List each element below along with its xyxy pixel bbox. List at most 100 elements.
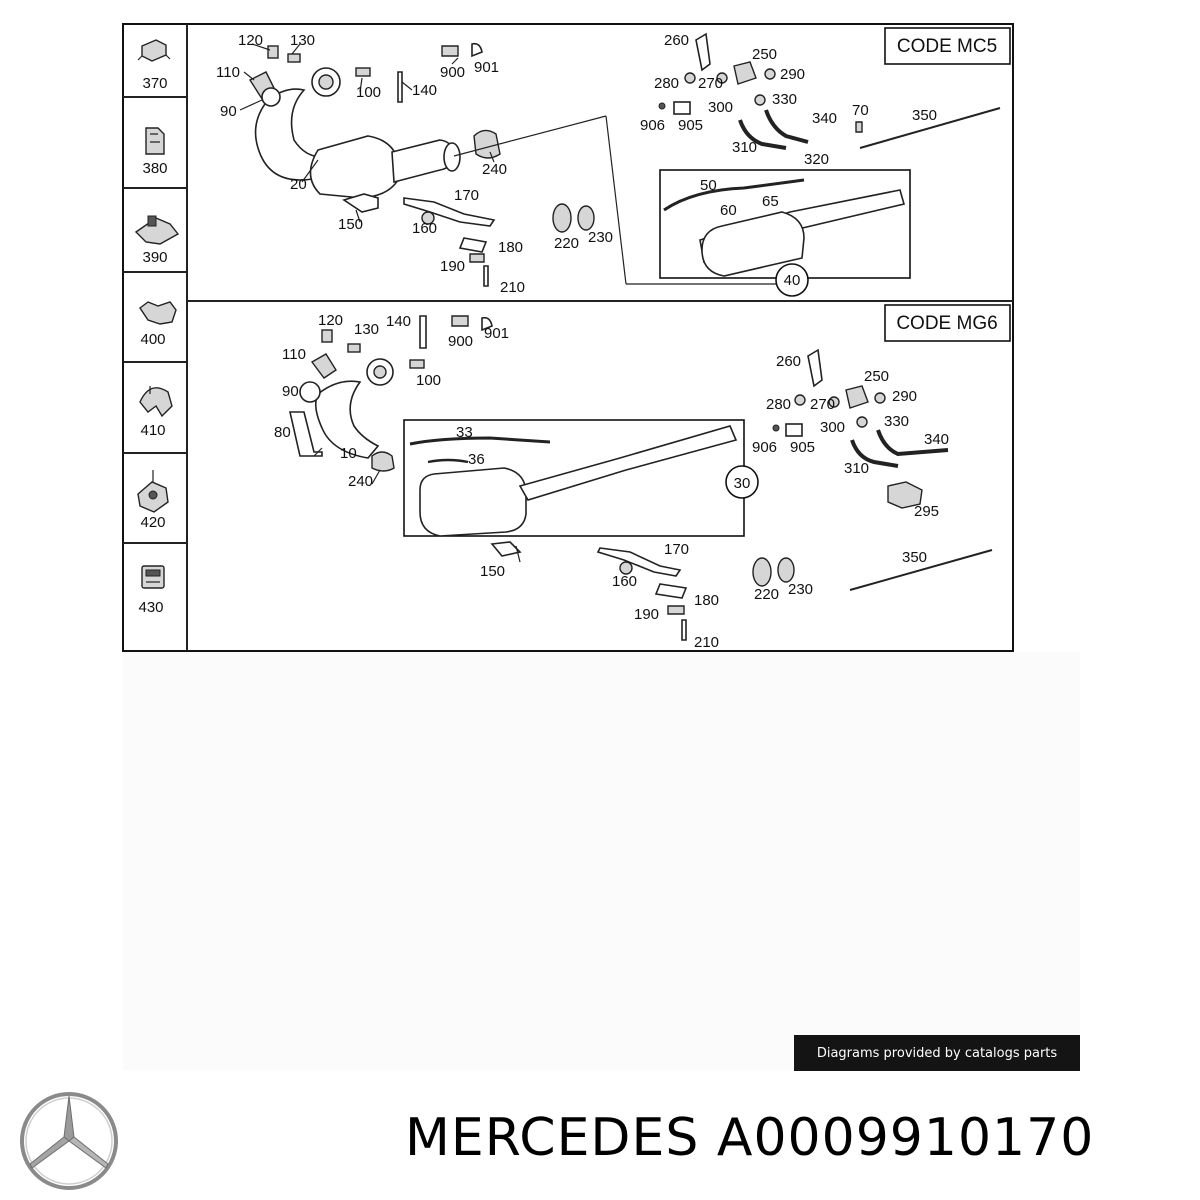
clamp-240 — [473, 129, 501, 159]
bracket-260 — [695, 32, 711, 72]
callout-170: 170 — [454, 187, 479, 204]
bracket-260 — [807, 348, 823, 388]
grommet-270 — [716, 72, 728, 84]
callout-905: 905 — [790, 439, 815, 456]
sidebar-item-label: 430 — [138, 599, 163, 616]
callout-330: 330 — [772, 91, 797, 108]
tail-pipe — [518, 425, 738, 501]
callout-906: 906 — [752, 439, 777, 456]
bolt-120 — [321, 329, 333, 343]
washer-190 — [469, 253, 485, 263]
callout-250: 250 — [752, 46, 777, 63]
variant-code-label: CODE MG6 — [896, 313, 997, 334]
variant-code-box — [884, 304, 1011, 342]
callout-10: 10 — [340, 445, 357, 462]
connector-905 — [785, 423, 803, 437]
callout-230: 230 — [788, 581, 813, 598]
diagram-frame — [122, 23, 1014, 652]
callout-170: 170 — [664, 541, 689, 558]
callout-250: 250 — [864, 368, 889, 385]
bolt-120 — [267, 45, 279, 59]
sidebar-item-label: 420 — [140, 514, 165, 531]
background-shade — [123, 652, 1080, 1070]
grommet-280 — [684, 72, 696, 84]
mercedes-star-icon — [20, 1092, 118, 1190]
callout-330: 330 — [884, 413, 909, 430]
grommet-290 — [764, 68, 776, 80]
callout-140: 140 — [386, 313, 411, 330]
callout-150: 150 — [480, 563, 505, 580]
callout-160: 160 — [612, 573, 637, 590]
nut-100 — [409, 359, 425, 369]
sidebar: 370 380 390 400 410 420 430 — [123, 39, 187, 616]
callout-340: 340 — [924, 431, 949, 448]
sensor-250 — [845, 385, 869, 409]
callout-100: 100 — [356, 84, 381, 101]
gasket-90 — [261, 87, 281, 107]
nut-100 — [355, 67, 371, 77]
hanger-220 — [552, 203, 572, 233]
callout-33: 33 — [456, 424, 473, 441]
callout-901: 901 — [484, 325, 509, 342]
callout-210: 210 — [694, 634, 719, 651]
callout-320: 320 — [804, 151, 829, 168]
callout-270: 270 — [698, 75, 723, 92]
callout-905: 905 — [678, 117, 703, 134]
connector-900 — [451, 315, 469, 327]
clip-400-icon — [139, 301, 177, 325]
callout-240: 240 — [482, 161, 507, 178]
clamp-370-icon — [137, 39, 171, 62]
bracket-295 — [887, 481, 923, 509]
clamp-240 — [371, 451, 395, 472]
variant-code-box — [884, 27, 1011, 65]
clip-380-icon — [145, 127, 165, 155]
callout-80: 80 — [274, 424, 291, 441]
clip-330 — [754, 94, 766, 106]
callout-900: 900 — [440, 64, 465, 81]
callout-220: 220 — [754, 586, 779, 603]
sidebar-item-label: 380 — [142, 160, 167, 177]
mount-420-icon — [137, 470, 169, 513]
brand-name: MERCEDES — [405, 1108, 700, 1168]
exhaust-pipe-10 — [314, 380, 380, 459]
callout-190: 190 — [440, 258, 465, 275]
callout-230: 230 — [588, 229, 613, 246]
callout-65: 65 — [762, 193, 779, 210]
clip-330 — [856, 416, 868, 428]
callout-circle-40 — [775, 263, 809, 297]
callout-90: 90 — [282, 383, 299, 400]
callout-901: 901 — [474, 59, 499, 76]
grommet-290 — [874, 392, 886, 404]
sidebar-item-label: 400 — [140, 331, 165, 348]
grommet-270 — [828, 396, 840, 408]
part-number: A0009910170 — [716, 1108, 1095, 1168]
connector-906 — [772, 424, 780, 432]
sensor-430-icon — [141, 565, 165, 589]
bushing-160 — [421, 211, 435, 225]
bolt-210 — [681, 619, 687, 641]
callout-220: 220 — [554, 235, 579, 252]
callout-350: 350 — [902, 549, 927, 566]
bolt-130 — [287, 53, 301, 63]
sensor-250 — [733, 61, 757, 85]
bolt-130 — [347, 343, 361, 353]
callout-906: 906 — [640, 117, 665, 134]
credit-banner: Diagrams provided by catalogs parts — [794, 1035, 1080, 1071]
callout-40: 40 — [784, 272, 801, 289]
connector-901 — [471, 42, 483, 58]
callout-50: 50 — [700, 177, 717, 194]
callout-260: 260 — [776, 353, 801, 370]
gasket-90 — [299, 381, 321, 403]
callout-36: 36 — [468, 451, 485, 468]
variant-mg6: CODE MG6 — [274, 304, 1011, 651]
sensor-140 — [419, 315, 427, 349]
connector-906 — [658, 102, 666, 110]
callout-310: 310 — [844, 460, 869, 477]
hanger-220 — [752, 557, 772, 587]
callout-300: 300 — [820, 419, 845, 436]
bolt-210 — [483, 265, 489, 287]
callout-160: 160 — [412, 220, 437, 237]
callout-310: 310 — [732, 139, 757, 156]
hanger-230 — [777, 557, 795, 583]
